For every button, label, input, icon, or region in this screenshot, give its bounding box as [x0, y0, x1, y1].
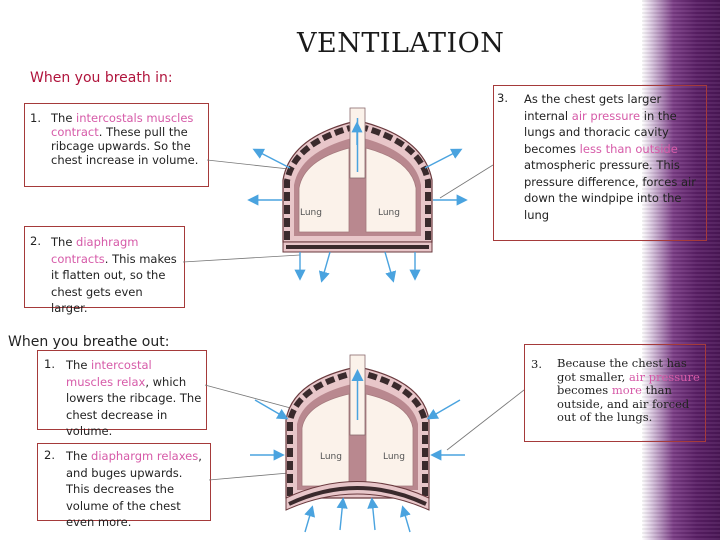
inhale-p2-a: The [51, 235, 77, 249]
inhale-p1-num: 1. [30, 111, 41, 125]
exhale-p3-a: Because the chest has got smaller, [557, 356, 687, 384]
exhale-p1-text: The intercostal muscles relax, which low… [66, 357, 202, 440]
inhale-p2-num: 2. [30, 234, 41, 248]
decorative-band [642, 0, 720, 540]
connector-line [439, 164, 494, 199]
exhale-lung-right-label: Lung [383, 452, 405, 462]
inhale-p2-c: . This makes it flatten out, so the ches… [51, 251, 177, 316]
inhale-lung-right-label: Lung [378, 208, 400, 218]
connector-line [446, 389, 525, 451]
exhale-p2-num: 2. [44, 448, 55, 462]
inhale-p2-b: diaphragm contracts [51, 235, 139, 266]
exhale-p1-b: intercostal muscles relax [66, 358, 152, 389]
inhale-heading: When you breath in: [30, 70, 173, 86]
inhale-box-2 [24, 226, 185, 308]
inhale-p1-c: . These pull the ribcage upwards. So the… [51, 125, 199, 167]
exhale-p3-e: than outside, and air forced out of the … [557, 383, 690, 424]
page-title: VENTILATION [297, 28, 505, 59]
connector-line [182, 254, 301, 263]
inhale-p3-d: less than outside [579, 141, 678, 156]
inhale-p3-c: in the lungs and thoracic cavity becomes [524, 108, 677, 156]
inhale-box-3 [493, 85, 707, 241]
exhale-p2-a: The [66, 449, 92, 463]
exhale-p1-c: , which lowers the ribcage. The chest de… [66, 374, 202, 439]
exhale-p2-text: The diaphargm relaxes, and buges upwards… [66, 448, 208, 531]
inhale-p2-text: The diaphragm contracts. This makes it f… [51, 234, 181, 317]
inhale-p1-text: The intercostals muscles contract. These… [51, 111, 203, 167]
inhale-p3-b: air pressure [571, 108, 641, 123]
inhale-lung-left-label: Lung [300, 208, 322, 218]
exhale-p1-a: The [66, 358, 92, 372]
inhale-p3-a: As the chest gets larger internal [524, 92, 662, 123]
exhale-heading: When you breathe out: [8, 334, 170, 350]
connector-line [204, 384, 299, 411]
inhale-p3-e: atmospheric pressure. This pressure diff… [524, 158, 696, 222]
exhale-p2-c: , and buges upwards. This decreases the … [66, 449, 202, 529]
exhale-box-3 [524, 344, 706, 442]
exhale-p3-b: air pressure [628, 369, 700, 384]
inhale-chest-diagram: Lung Lung [247, 107, 468, 283]
exhale-p3-c: becomes [557, 383, 612, 397]
exhale-p3-d: more [611, 383, 642, 397]
exhale-chest-diagram: Lung Lung [250, 354, 465, 533]
exhale-p3-num: 3. [531, 357, 542, 371]
inhale-box-1 [24, 103, 209, 187]
exhale-lung-left-label: Lung [320, 452, 342, 462]
exhale-box-2 [37, 443, 211, 521]
exhale-p3-text: Because the chest has got smaller, air p… [557, 356, 702, 425]
connector-line [208, 471, 301, 481]
exhale-p1-num: 1. [44, 357, 55, 371]
exhale-p2-b: diaphargm relaxes [91, 449, 199, 463]
inhale-p3-text: As the chest gets larger internal air pr… [524, 91, 702, 223]
inhale-p1-a: The [51, 111, 77, 125]
inhale-p1-b: intercostals muscles contract [51, 111, 194, 139]
inhale-p3-num: 3. [497, 91, 508, 105]
connector-line [206, 159, 299, 171]
